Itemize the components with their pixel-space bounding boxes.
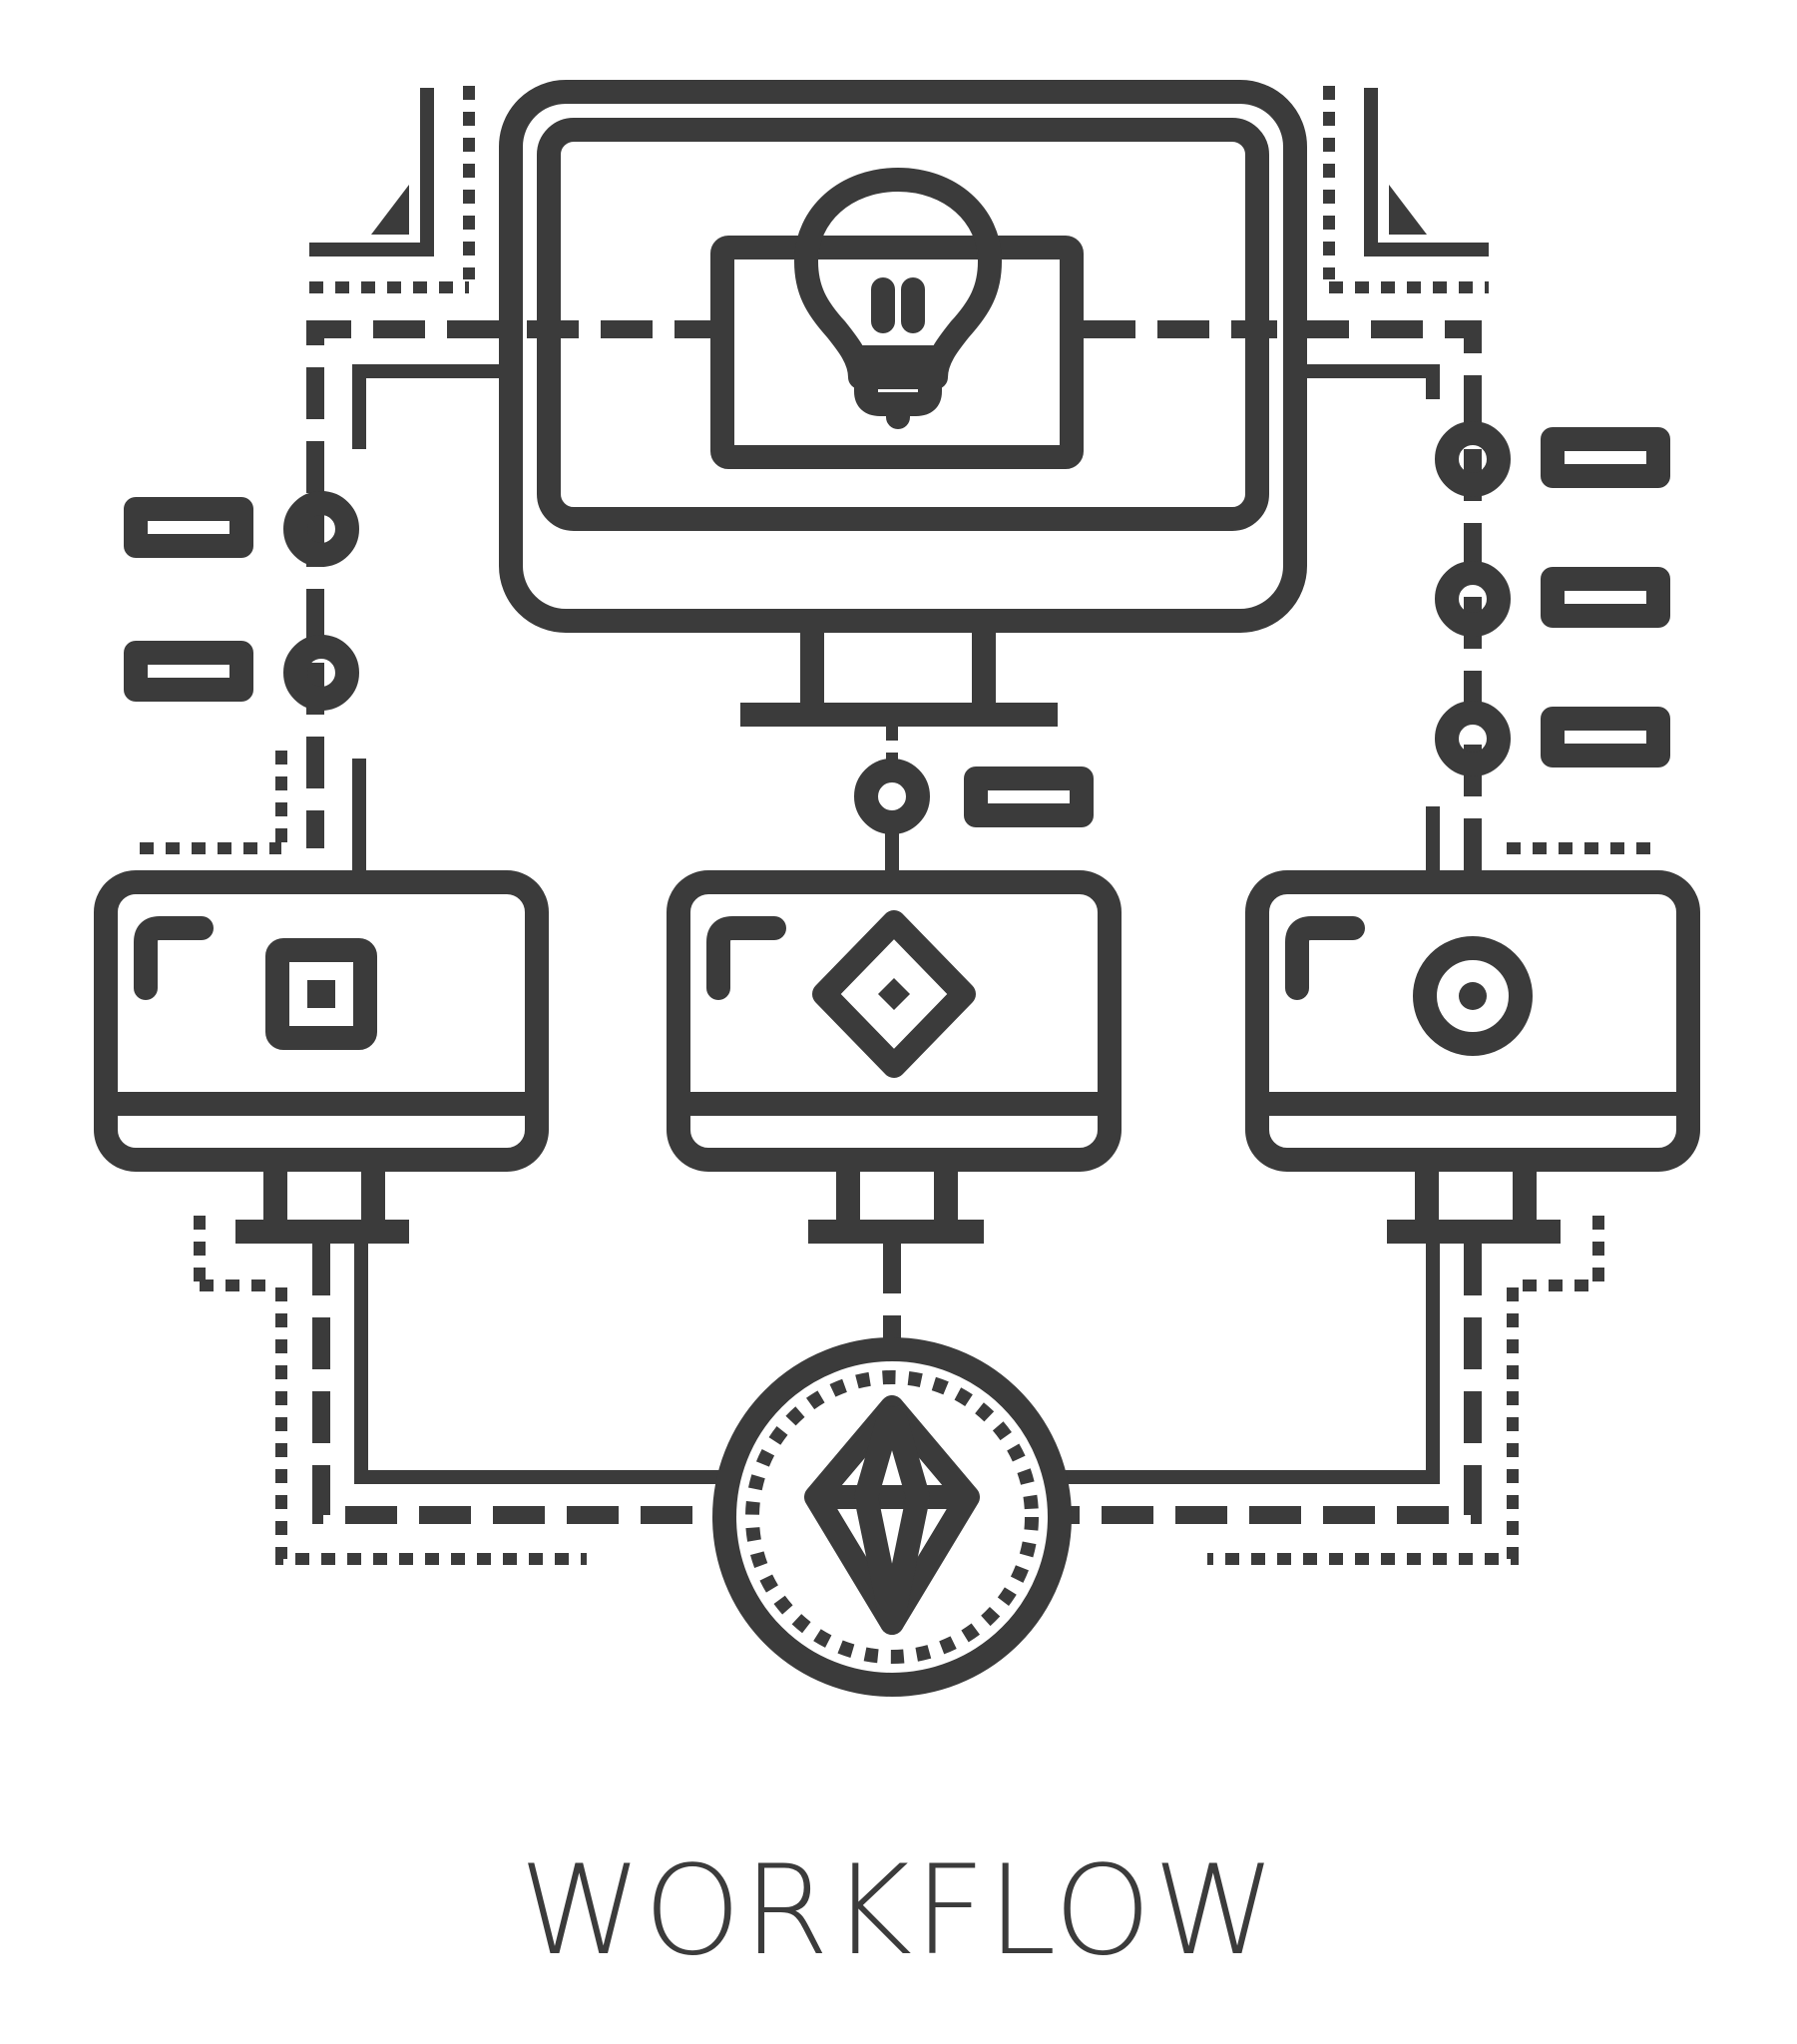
top-monitor-icon xyxy=(499,80,1307,727)
left-node-1 xyxy=(124,491,359,567)
right-node-3 xyxy=(1435,701,1670,776)
left-node-2 xyxy=(124,635,359,711)
top-right-connector xyxy=(1297,86,1662,878)
right-monitor-icon xyxy=(1245,870,1700,1244)
right-node-1 xyxy=(1435,421,1670,497)
gem-icon xyxy=(804,1395,980,1635)
square-icon xyxy=(265,938,377,1050)
center-monitor-icon xyxy=(667,870,1122,1244)
right-node-2 xyxy=(1435,561,1670,637)
left-monitor-icon xyxy=(94,870,549,1244)
center-node xyxy=(854,727,1094,876)
diamond-icon xyxy=(812,910,976,1078)
top-left-connector xyxy=(140,86,499,870)
bottom-connectors xyxy=(194,1216,1604,1565)
page-title: WORKFLOW xyxy=(519,1839,1278,1983)
circle-icon xyxy=(1413,936,1533,1056)
lightbulb-icon xyxy=(794,168,1002,429)
gem-badge-icon xyxy=(712,1337,1072,1697)
